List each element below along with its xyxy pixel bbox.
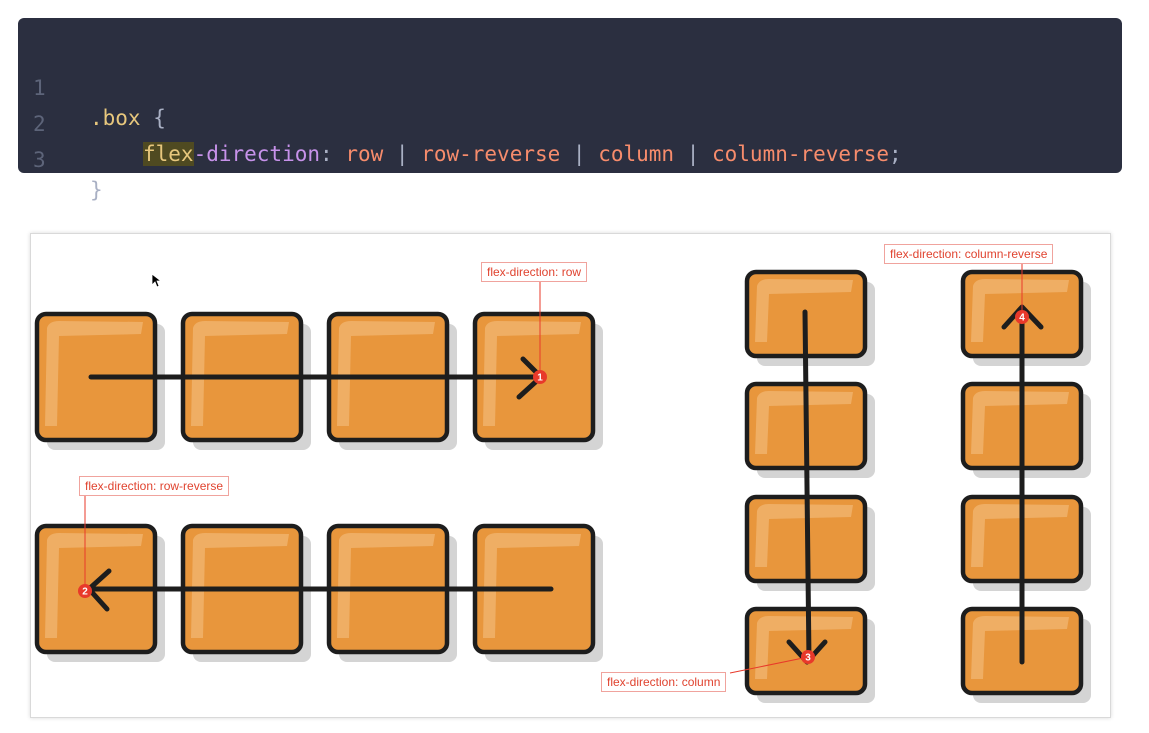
row-reverse-box-4 (472, 523, 603, 662)
colon: : (320, 142, 346, 166)
line-number: 2 (33, 112, 46, 136)
marker-dot (78, 584, 92, 598)
box-highlight (755, 504, 853, 567)
separator: | (674, 142, 712, 166)
box-highlight (191, 321, 289, 426)
step-marker-3: 3 (801, 650, 815, 664)
row-reverse-box-2 (180, 523, 311, 662)
box-highlight (971, 279, 1069, 342)
annotation-label-row-reverse: flex-direction: row-reverse (79, 476, 230, 496)
leader-line-column (729, 656, 809, 674)
column-reverse-box-2 (960, 381, 1091, 478)
row-box-4 (472, 311, 603, 450)
column-reverse-box-4 (960, 606, 1091, 703)
open-brace: { (140, 106, 166, 130)
code-block: 1 .box { 2 flex-direction: row | row-rev… (18, 18, 1122, 202)
diagram-canvas: 1 2 3 4 (34, 263, 1091, 703)
property-search-highlight: flex (143, 142, 194, 166)
row-box-1 (34, 311, 165, 450)
css-value-row: row (345, 142, 384, 166)
column-reverse-box-3 (960, 494, 1091, 591)
css-value-column-reverse: column-reverse (712, 142, 890, 166)
marker-number: 4 (1019, 313, 1025, 324)
column-box-1 (744, 269, 875, 366)
box-highlight (191, 533, 289, 638)
marker-dot (1015, 310, 1029, 324)
flex-direction-diagram: 1 2 3 4 flex-direction: row flex-direction:… (30, 233, 1111, 718)
box-highlight (337, 321, 435, 426)
marker-dot (533, 370, 547, 384)
line-number: 1 (33, 76, 46, 100)
code-line-1: 1 .box { (18, 43, 166, 130)
box-highlight (337, 533, 435, 638)
box-highlight (755, 279, 853, 342)
annotation-label-row: flex-direction: row (481, 262, 588, 282)
column-arrow-line (802, 309, 812, 663)
box-highlight (755, 616, 853, 679)
mouse-cursor-icon (151, 273, 163, 288)
css-property: -direction (193, 142, 321, 166)
box-highlight (45, 533, 143, 638)
column-box-3 (744, 494, 875, 591)
semicolon: ; (889, 142, 902, 166)
css-value-column: column (598, 142, 675, 166)
marker-number: 2 (82, 587, 88, 598)
separator: | (560, 142, 599, 166)
step-marker-2: 2 (78, 584, 92, 598)
row-reverse-box-3 (326, 523, 457, 662)
line-number: 3 (33, 148, 46, 172)
step-marker-4: 4 (1015, 310, 1029, 324)
code-line-3: 3 } (18, 115, 103, 202)
css-value-row-reverse: row-reverse (421, 142, 561, 166)
annotation-label-column-reverse: flex-direction: column-reverse (884, 244, 1054, 264)
marker-number: 3 (805, 653, 811, 664)
row-box-2 (180, 311, 311, 450)
box-highlight (45, 321, 143, 426)
box-highlight (483, 533, 581, 638)
row-box-3 (326, 311, 457, 450)
css-selector: .box (90, 106, 141, 130)
column-box-2 (744, 381, 875, 478)
step-marker-1: 1 (533, 370, 547, 384)
marker-number: 1 (537, 373, 543, 384)
box-highlight (483, 321, 581, 426)
close-brace: } (90, 178, 103, 202)
separator: | (383, 142, 422, 166)
row-reverse-box-1 (34, 523, 165, 662)
code-line-2: 2 flex-direction: row | row-reverse | co… (18, 79, 902, 166)
marker-dot (801, 650, 815, 664)
annotation-label-column: flex-direction: column (601, 672, 727, 692)
